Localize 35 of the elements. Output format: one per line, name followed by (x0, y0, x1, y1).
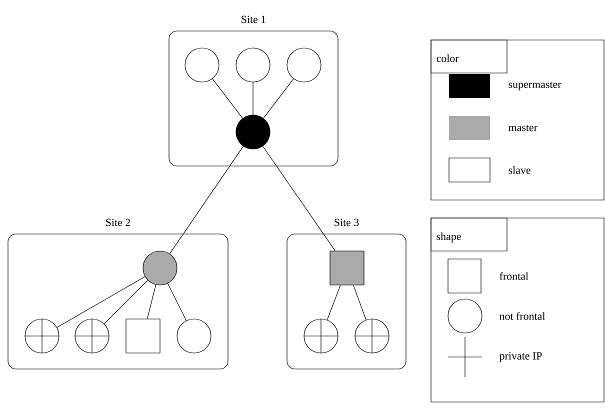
circle-node (286, 48, 322, 82)
circle-node (303, 318, 339, 354)
circle-node (142, 250, 178, 286)
site-box: Site 3 (286, 218, 406, 370)
connector-line (262, 146, 336, 251)
connector-line (252, 82, 254, 115)
square-node (126, 318, 160, 354)
connector-line (56, 276, 146, 328)
legend-text: slave (508, 166, 530, 174)
connector-line (169, 146, 244, 254)
connector-line (167, 283, 187, 321)
connector-line (212, 78, 243, 119)
square-node (330, 250, 364, 286)
site-box: Site 1 (168, 16, 338, 166)
connector-line (147, 284, 156, 319)
legend-text: master (508, 124, 538, 132)
circle-node (236, 114, 270, 150)
legend-text: frontal (500, 272, 528, 280)
circle-node (236, 48, 270, 82)
connector-line (104, 280, 148, 324)
legend-text: not frontal (500, 312, 546, 320)
legend-text: private IP (499, 352, 542, 362)
node-label: Site 1 (242, 16, 266, 24)
connector-line (263, 78, 294, 119)
circle-node (74, 318, 110, 354)
circle-node (354, 318, 390, 354)
connector-line (326, 285, 341, 320)
connector-line (353, 285, 366, 320)
legend-text: supermaster (508, 82, 562, 90)
circle-node (176, 318, 212, 354)
site-box: Site 2 (8, 218, 228, 370)
node-label: Site 2 (106, 218, 130, 226)
node-label: Site 3 (334, 218, 359, 226)
circle-node (24, 318, 60, 354)
circle-node (184, 48, 220, 82)
